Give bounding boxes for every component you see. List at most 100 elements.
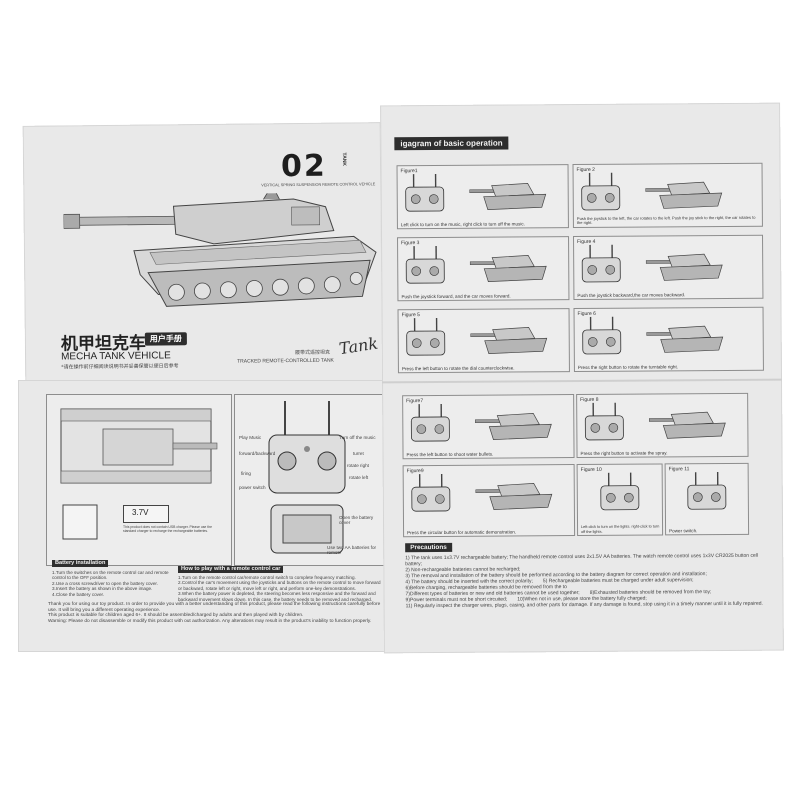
battery-install-steps: 1.Turn the switches on the remote contro… [52, 570, 176, 597]
signature: Tank [337, 333, 380, 359]
figure-2-panel: Figure 2 Push the joystick to the left, … [572, 162, 763, 229]
figure-illustration [410, 403, 552, 442]
tank-sketch [470, 327, 548, 355]
remote-sketch [405, 174, 445, 212]
remote-sketch [582, 316, 622, 355]
label-battery-note: Use two AA batteries for remote [327, 545, 377, 556]
figure-label: Figure 11 [668, 466, 690, 473]
battery-sheet: 3.7V This product does not contain USB c… [18, 380, 390, 652]
label-turn-off-music: Turn off the music [339, 435, 376, 440]
battery-voltage: 3.7V [132, 508, 149, 517]
tracked-cn: 履带式遥控坦克 [295, 349, 331, 357]
remote-sketch [600, 472, 640, 511]
model-number: 02 [280, 148, 328, 185]
note-age: This product is suitable for children ag… [48, 613, 304, 619]
play-step: 1.Turn on the remote control car/remote … [178, 575, 356, 580]
tank-sketch [469, 183, 547, 211]
figure-illustration [584, 402, 726, 441]
figure-label: Figure 8 [580, 396, 599, 404]
tank-sketch [469, 255, 547, 283]
figure-caption: Press the left button to rotate the dial… [401, 365, 515, 372]
figure-caption: Power switch. [669, 528, 698, 534]
figure-caption: Press the left button to shoot water bul… [406, 451, 494, 458]
figure-label: Figure 4 [577, 238, 596, 246]
remote-illustration [268, 401, 346, 554]
cover-sheet: 02 TANK VERTICAL SPRING SUSPENSION REMOT… [22, 122, 384, 388]
remote-sketch [411, 473, 451, 512]
figure-3-panel: Figure 3 Push the joystick forward, and … [397, 236, 570, 302]
figure-10-panel: Figure 10 Left-click to turn on the ligh… [576, 463, 664, 537]
notes-block: Thank you for using our toy product. In … [48, 602, 384, 624]
play-step: 3.When the battery power is depleted, th… [178, 591, 376, 602]
label-rotate-right: rotate right [347, 463, 369, 468]
battery-note: This product does not contain USB charge… [123, 525, 212, 533]
figure-caption: Press the right button to rotate the tur… [577, 364, 679, 371]
tank-topview-illustration [60, 408, 218, 484]
figure-illustration [687, 472, 727, 510]
figure-label: Figure7 [406, 398, 424, 405]
tank-sketch [475, 482, 553, 510]
figure-caption: Left click to turn on the music, right c… [400, 221, 525, 228]
fold-line [382, 378, 783, 384]
figure-caption: Left-click to turn on the lights. right-… [581, 524, 660, 534]
operation-sheet: igagram of basic operation Figure1 Left … [380, 102, 784, 654]
tank-sketch [646, 325, 724, 353]
figure-label: Figure 2 [576, 166, 595, 174]
remote-sketch [581, 172, 621, 211]
model-suffix: TANK [340, 152, 348, 167]
figure-label: Figure9 [406, 468, 424, 475]
battery-step: 2.Use a cross screwdriver to open the ba… [52, 580, 158, 586]
battery-step: 1.Turn the switches on the remote contro… [52, 570, 169, 581]
battery-step: 3.Insert the battery as shown in the abo… [52, 586, 153, 592]
how-to-play-steps: 1.Turn on the remote control car/remote … [178, 575, 384, 602]
remote-sketch [406, 318, 446, 356]
figure-illustration [411, 473, 553, 512]
label-firing: firing [241, 471, 251, 476]
label-power-switch: power switch [239, 485, 266, 490]
note-thanks: Thank you for using our toy product. In … [48, 602, 381, 613]
figure-5-panel: Figure 5 Press the left button to rotate… [397, 308, 570, 374]
figure-label: Figure 5 [401, 312, 420, 319]
how-to-play-heading: How to play with a remote control car [178, 566, 284, 573]
tracked-en: TRACKED REMOTE-CONTROLLED TANK [237, 357, 334, 365]
figure-caption: Push the joystick forward, and the car m… [401, 293, 511, 300]
figure-11-panel: Figure 11 Power switch. [664, 462, 750, 536]
figure-9-panel: Figure9 Press the circular button for au… [402, 464, 576, 538]
battery-box-illustration [62, 504, 98, 540]
tank-sketch [475, 412, 552, 440]
figure-label: Figure 3 [401, 240, 420, 247]
figure-8-panel: Figure 8 Press the right button to activ… [576, 392, 749, 459]
title-en: MECHA TANK VEHICLE [61, 350, 171, 363]
figure-illustration [405, 174, 547, 212]
battery-step: 4.Close the battery cover. [52, 591, 105, 597]
tank-sketch [649, 411, 726, 439]
figure-caption: Press the right button to activate the s… [580, 450, 668, 457]
note-warning: Warning: Please do not disassemble or mo… [48, 618, 372, 624]
figure-illustration [581, 172, 723, 211]
figure-label: Figure 10 [580, 466, 602, 474]
remote-sketch [581, 244, 621, 283]
figure-illustration [406, 318, 548, 356]
label-forward-backward: forward/backward [239, 451, 276, 456]
play-step: 2.Control the car's movement using the j… [178, 580, 381, 591]
tank-sketch [645, 181, 723, 209]
figure-caption: Press the circular button for automatic … [407, 529, 517, 536]
basic-operation-heading: igagram of basic operation [394, 136, 509, 151]
figure-illustration [582, 316, 724, 355]
figure-illustration [600, 472, 640, 511]
notice-cn: *请在操作前仔细阅读说明书并妥善保管以便日后参考 [61, 363, 179, 371]
remote-sketch [687, 472, 727, 510]
figure-illustration [581, 244, 723, 283]
label-turret: turret [353, 451, 364, 456]
figure-label: Figure 6 [577, 310, 596, 318]
figure-1-panel: Figure1 Left click to turn on the music,… [396, 164, 569, 230]
label-play-music: Play Music [239, 435, 262, 440]
figure-caption: Push the joystick backward,the car moves… [577, 292, 686, 299]
label-rotate-left: rotate left [349, 475, 369, 480]
precaution-item: 11) Regularly inspect the charger wires,… [405, 600, 763, 610]
battery-install-heading: Battery installation [52, 560, 109, 567]
precautions-list: 1) The tank uses 1x3.7V rechargeable bat… [405, 553, 767, 610]
tank-sketch [645, 253, 723, 281]
figure-caption: Push the joystick to the left, the car r… [576, 214, 756, 226]
battery-diagram-panel: 3.7V This product does not contain USB c… [46, 394, 232, 566]
